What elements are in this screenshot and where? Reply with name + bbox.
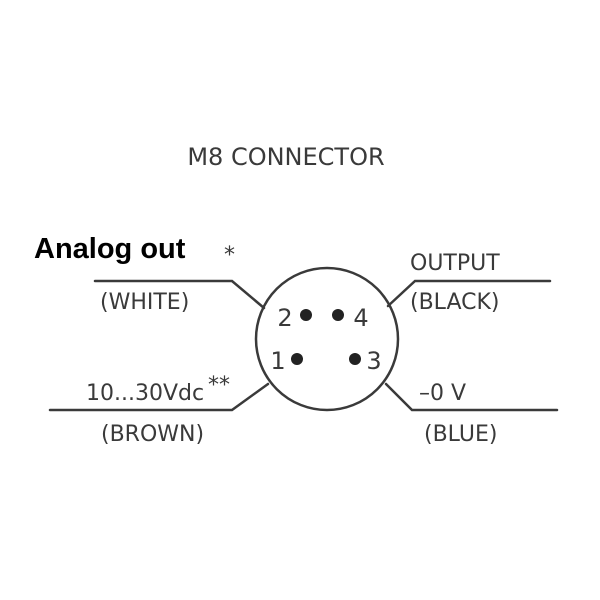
white-wire-label: (WHITE) (100, 290, 189, 315)
supply-voltage-label: 10...30Vdc (86, 381, 204, 406)
connector-circle (254, 266, 400, 412)
zero-volt-label: –0 V (419, 381, 466, 406)
wire-white (93, 279, 266, 310)
wire-blue (384, 382, 559, 412)
analog-out-label: Analog out (34, 233, 186, 265)
supply-note-mark: ** (208, 373, 230, 398)
pin-4-dot (332, 309, 344, 321)
brown-wire-label: (BROWN) (101, 422, 204, 447)
pin-4-number: 4 (353, 304, 368, 332)
black-wire-label: (BLACK) (410, 290, 499, 315)
pin-3-dot (349, 353, 361, 365)
output-label: OUTPUT (410, 251, 500, 276)
diagram-title: M8 CONNECTOR (187, 143, 384, 171)
wire-brown (48, 382, 270, 412)
blue-wire-label: (BLUE) (424, 422, 497, 447)
pin-2-dot (300, 309, 312, 321)
analog-note-mark: * (224, 243, 235, 268)
pin-1-dot (291, 353, 303, 365)
pin-3-number: 3 (366, 347, 381, 375)
wire-black (386, 279, 552, 308)
pin-1-number: 1 (270, 347, 285, 375)
pin-2-number: 2 (277, 304, 292, 332)
